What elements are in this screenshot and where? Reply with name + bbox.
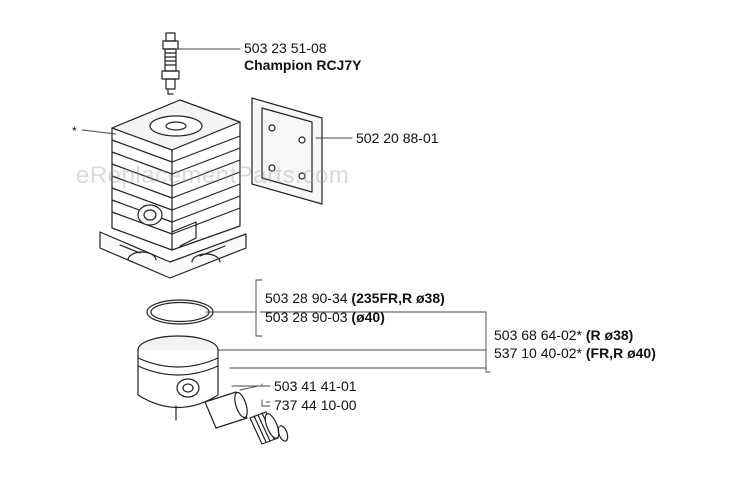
needle-bearing-drawing	[249, 411, 280, 445]
spark-plug-number: 503 23 51-08	[244, 40, 327, 56]
piston-ring-drawing	[146, 299, 214, 325]
watermark-text: eReplacementParts.com	[76, 162, 350, 189]
circlip-drawing	[277, 425, 289, 442]
spark-plug-drawing	[161, 32, 180, 95]
gasket-number: 502 20 88-01	[356, 130, 439, 146]
ring-1-label: 503 28 90-34 (235FR,R ø38)	[265, 290, 445, 306]
gasket-drawing	[251, 97, 323, 205]
piston-pin-drawing	[204, 391, 248, 429]
kit-1-label: 503 68 64-02* (R ø38)	[494, 327, 634, 343]
ring-2-label: 503 28 90-03 (ø40)	[265, 309, 385, 325]
bearing-number: 737 44 10-00	[274, 397, 357, 413]
asterisk-marker: *	[72, 124, 77, 138]
piston-drawing	[137, 335, 219, 421]
spark-plug-brand: Champion RCJ7Y	[244, 57, 362, 73]
cylinder-drawing	[99, 99, 247, 279]
leader-lines	[81, 48, 491, 407]
pin-number: 503 41 41-01	[274, 378, 357, 394]
kit-2-label: 537 10 40-02* (FR,R ø40)	[494, 345, 656, 361]
